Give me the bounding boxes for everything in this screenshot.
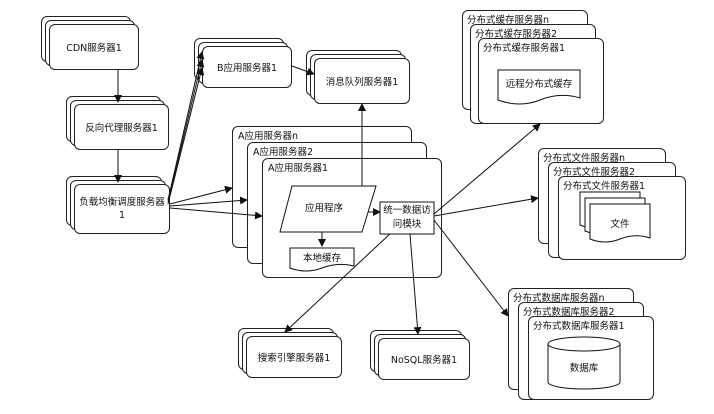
cache-n-label: 分布式缓存服务器n xyxy=(467,15,550,26)
arrow-dal-to-cache xyxy=(433,123,541,215)
load-balancer-server: 负载均衡调度服务器1 xyxy=(74,184,170,234)
nosql-server: NoSQL服务器1 xyxy=(378,338,470,380)
nosql-label: NoSQL服务器1 xyxy=(390,355,458,366)
cache-2-label: 分布式缓存服务器2 xyxy=(475,29,558,40)
app-a-n-label: A应用服务器n xyxy=(238,131,299,142)
app-b-label: B应用服务器1 xyxy=(216,63,278,74)
db-1-label: 分布式数据库服务器1 xyxy=(533,321,625,332)
arrow-dal-to-db xyxy=(433,219,509,317)
dal-label: 统一数据访问模块 xyxy=(383,205,431,230)
arrow-dal-to-file xyxy=(433,195,539,217)
file-n-label: 分布式文件服务器n xyxy=(543,153,626,164)
load-balancer-label: 负载均衡调度服务器1 xyxy=(79,197,165,221)
file-1-label: 分布式文件服务器1 xyxy=(563,181,646,192)
file-2-label: 分布式文件服务器2 xyxy=(553,167,636,178)
program-label: 应用程序 xyxy=(304,203,343,214)
cache-1-label: 分布式缓存服务器1 xyxy=(483,43,566,54)
mq-label: 消息队列服务器1 xyxy=(325,77,399,88)
app-a-2-label: A应用服务器2 xyxy=(253,147,314,158)
search-label: 搜索引擎服务器1 xyxy=(257,353,331,364)
mq-server: 消息队列服务器1 xyxy=(314,58,410,104)
cdn-server: CDN服务器1 xyxy=(49,24,139,70)
reverse-proxy-server: 反向代理服务器1 xyxy=(74,104,169,150)
arrow-lb-to-appb-3 xyxy=(167,67,205,205)
cdn-server-label: CDN服务器1 xyxy=(66,43,122,54)
db-n-label: 分布式数据库服务器n xyxy=(513,293,605,304)
db-2-label: 分布式数据库服务器2 xyxy=(523,307,615,318)
arrow-lb-to-appa-n xyxy=(169,185,233,205)
search-engine-server: 搜索引擎服务器1 xyxy=(246,336,342,378)
db-server-1: 分布式数据库服务器1 xyxy=(528,316,654,400)
db-label: 数据库 xyxy=(569,363,599,374)
local-cache-label: 本地缓存 xyxy=(302,253,341,264)
file-label: 文件 xyxy=(610,219,630,230)
app-a-1-label: A应用服务器1 xyxy=(268,163,329,174)
arrow-lb-to-appb-2 xyxy=(167,59,205,203)
reverse-proxy-label: 反向代理服务器1 xyxy=(85,123,158,134)
remote-cache-label: 远程分布式缓存 xyxy=(505,79,573,90)
app-b-server: B应用服务器1 xyxy=(202,46,292,88)
